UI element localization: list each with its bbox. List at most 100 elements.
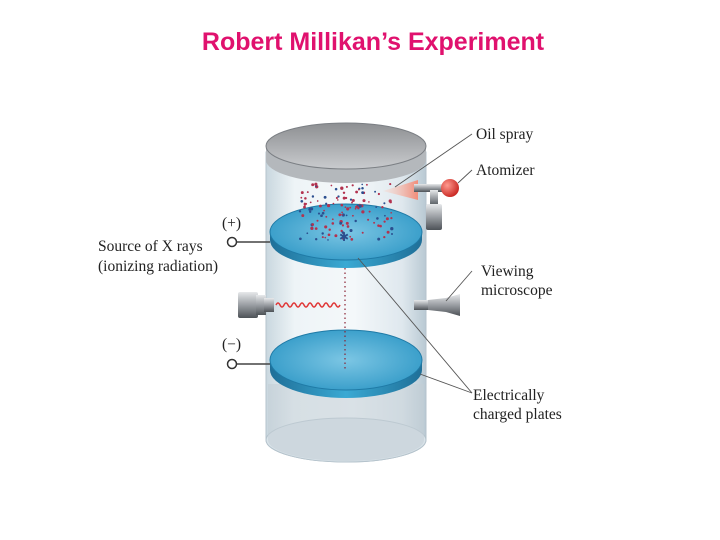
oil-droplet bbox=[361, 191, 365, 195]
label-atomizer: Atomizer bbox=[476, 162, 535, 179]
leader-lines bbox=[357, 133, 473, 394]
oil-droplet bbox=[357, 204, 359, 207]
oil-droplet bbox=[338, 213, 342, 217]
oil-droplets: ✱ bbox=[298, 182, 394, 244]
oil-droplet bbox=[306, 232, 309, 235]
xray-beam bbox=[275, 302, 341, 308]
oil-droplet bbox=[354, 207, 357, 210]
label-microscope-line2: microscope bbox=[481, 282, 553, 299]
oil-droplet bbox=[325, 202, 328, 205]
negative-terminal bbox=[226, 358, 270, 370]
oil-droplet bbox=[300, 191, 304, 195]
label-plates-line1: Electrically bbox=[473, 387, 545, 404]
oil-droplet bbox=[342, 196, 346, 200]
oil-droplet bbox=[386, 230, 390, 234]
oil-droplet bbox=[374, 190, 377, 193]
oil-droplet bbox=[361, 231, 364, 234]
oil-droplet bbox=[324, 225, 328, 229]
oil-droplet bbox=[377, 192, 381, 196]
charged-droplet-marker: ✱ bbox=[339, 230, 349, 244]
oil-droplet bbox=[357, 206, 360, 210]
label-oil-spray: Oil spray bbox=[476, 126, 534, 143]
oil-droplet bbox=[334, 187, 338, 191]
oil-droplet bbox=[337, 195, 340, 198]
oil-droplet bbox=[340, 203, 344, 207]
oil-droplet bbox=[350, 238, 354, 241]
oil-droplet bbox=[321, 232, 324, 235]
oil-droplet bbox=[390, 211, 393, 214]
oil-droplet bbox=[335, 196, 338, 200]
oil-droplet bbox=[390, 232, 394, 236]
oil-droplet bbox=[345, 185, 348, 188]
oil-droplet bbox=[321, 236, 324, 239]
label-plates-line2: charged plates bbox=[473, 406, 562, 423]
oil-droplet bbox=[349, 235, 352, 238]
label-xray-line1: Source of X rays bbox=[98, 238, 203, 255]
oil-droplet bbox=[355, 190, 359, 194]
oil-droplet bbox=[383, 235, 386, 239]
oil-droplet bbox=[384, 214, 386, 217]
oil-droplet bbox=[331, 222, 335, 225]
oil-droplet bbox=[316, 200, 319, 202]
oil-droplet bbox=[339, 221, 343, 225]
oil-droplet bbox=[376, 217, 379, 220]
oil-droplet bbox=[327, 233, 331, 237]
oil-droplet bbox=[349, 228, 353, 233]
lower-charged-plate bbox=[269, 329, 423, 398]
oil-droplet bbox=[358, 204, 362, 208]
oil-droplet bbox=[299, 237, 302, 241]
top-lid bbox=[265, 122, 427, 183]
oil-droplet bbox=[375, 206, 378, 208]
oil-droplet bbox=[317, 212, 321, 215]
oil-droplet bbox=[373, 221, 376, 224]
oil-droplet bbox=[349, 198, 353, 201]
oil-droplet bbox=[362, 199, 366, 203]
oil-droplet bbox=[308, 207, 312, 211]
oil-droplet bbox=[388, 199, 392, 203]
label-microscope-line1: Viewing bbox=[481, 263, 534, 280]
oil-droplet bbox=[324, 236, 327, 239]
oil-droplet bbox=[368, 210, 371, 213]
oil-droplet bbox=[351, 198, 355, 203]
oil-droplet bbox=[385, 217, 389, 221]
oil-droplet bbox=[344, 206, 347, 209]
label-negative: (−) bbox=[222, 336, 241, 353]
oil-droplet bbox=[367, 218, 370, 221]
oil-droplet bbox=[337, 199, 339, 201]
oil-droplet bbox=[354, 219, 357, 223]
oil-droplet bbox=[328, 228, 331, 231]
oil-droplet bbox=[303, 205, 306, 209]
oil-droplet bbox=[314, 227, 318, 230]
oil-droplet bbox=[345, 214, 348, 217]
oil-droplet bbox=[390, 217, 393, 220]
oil-droplet bbox=[342, 191, 346, 195]
oil-droplet bbox=[311, 223, 315, 226]
oil-droplet bbox=[327, 239, 329, 241]
oil-droplet bbox=[325, 215, 328, 218]
oil-droplet bbox=[314, 182, 318, 186]
oil-droplet bbox=[346, 207, 350, 211]
oil-droplet bbox=[341, 231, 344, 234]
label-xray-line2: (ionizing radiation) bbox=[98, 258, 218, 275]
oil-droplet bbox=[321, 211, 325, 215]
oil-droplet bbox=[300, 199, 304, 203]
oil-droplet bbox=[303, 202, 306, 205]
oil-droplet bbox=[323, 195, 327, 199]
oil-droplet bbox=[341, 213, 343, 216]
oil-droplet bbox=[361, 183, 364, 186]
oil-droplet bbox=[316, 219, 319, 222]
oil-droplet bbox=[334, 234, 338, 238]
oil-droplet bbox=[310, 226, 314, 231]
oil-droplet bbox=[340, 186, 344, 190]
oil-droplet bbox=[383, 220, 386, 223]
oil-droplet bbox=[298, 210, 302, 213]
atomizer bbox=[383, 179, 459, 230]
oil-droplet bbox=[377, 237, 381, 241]
oil-droplet bbox=[309, 210, 312, 213]
oil-droplet bbox=[368, 201, 370, 203]
oil-droplet bbox=[315, 238, 318, 241]
oil-droplet bbox=[379, 224, 382, 228]
oil-droplet bbox=[311, 183, 315, 187]
oil-droplet bbox=[326, 203, 331, 208]
